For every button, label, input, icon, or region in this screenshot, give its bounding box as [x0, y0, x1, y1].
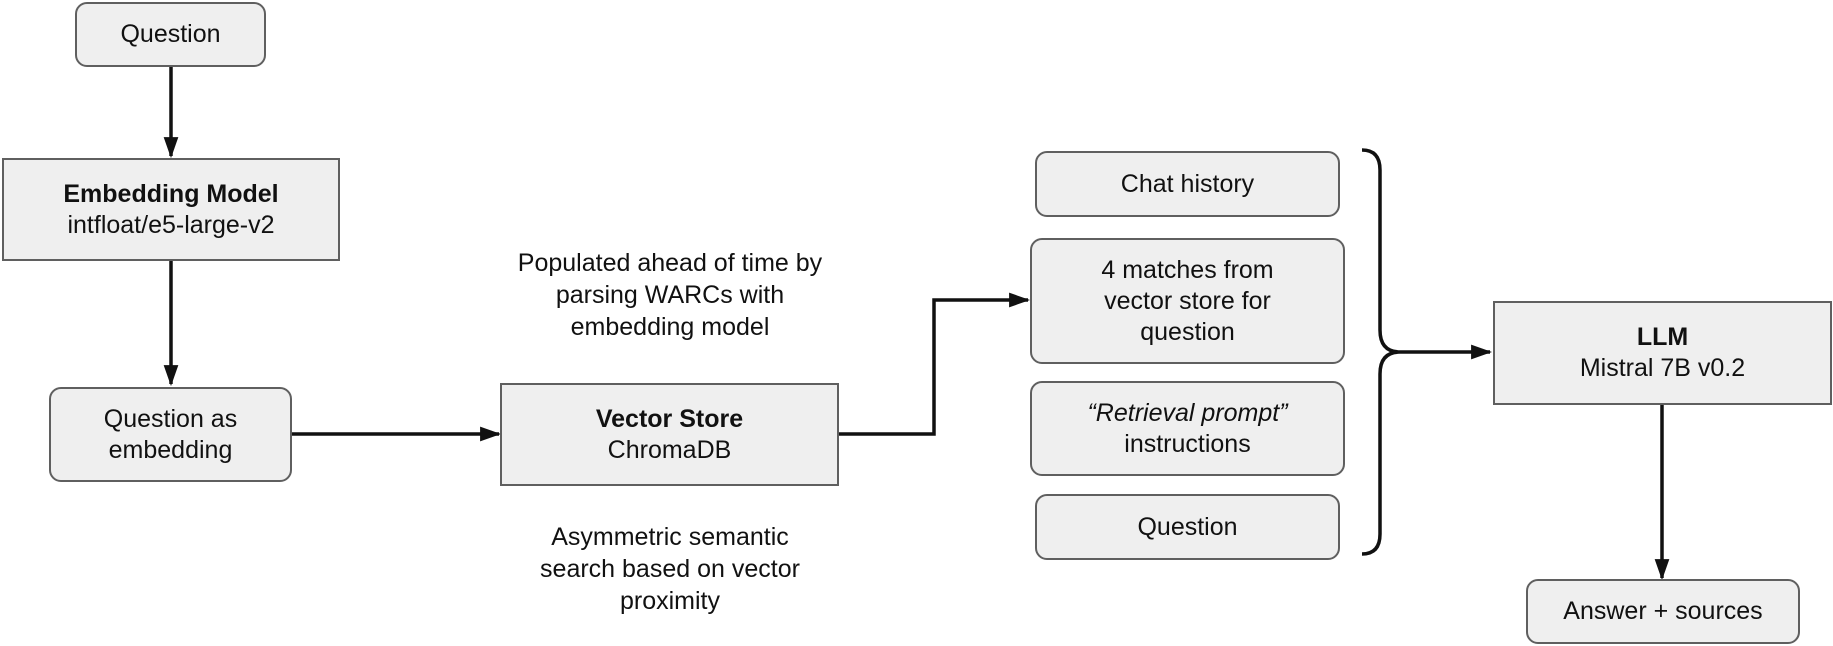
question-embedding-line-1: Question as — [103, 404, 238, 433]
populated-note: Populated ahead of time by parsing WARCs… — [470, 247, 870, 343]
llm-title: LLM — [1636, 323, 1689, 351]
embedding-model-node: Embedding Model intfloat/e5-large-v2 — [2, 158, 340, 261]
matches-node: 4 matches from vector store for question — [1030, 238, 1345, 364]
retrieval-prompt-line-1: “Retrieval prompt” — [1087, 398, 1288, 427]
vector-store-subtitle: ChromaDB — [607, 435, 732, 464]
question-input-label: Question — [120, 20, 221, 48]
matches-line-1: 4 matches from — [1101, 255, 1274, 284]
question-context-label: Question — [1137, 512, 1238, 541]
question-context-node: Question — [1035, 494, 1340, 560]
embedding-model-subtitle: intfloat/e5-large-v2 — [67, 210, 275, 239]
search-note-line-1: Asymmetric semantic — [551, 523, 789, 551]
retrieval-prompt-node: “Retrieval prompt” instructions — [1030, 381, 1345, 476]
answer-node: Answer + sources — [1526, 579, 1800, 644]
search-note: Asymmetric semantic search based on vect… — [470, 521, 870, 617]
curly-brace-context-group — [1361, 148, 1401, 556]
answer-label: Answer + sources — [1563, 597, 1763, 625]
search-note-line-3: proximity — [619, 587, 720, 615]
vector-store-title: Vector Store — [595, 404, 744, 433]
question-embedding-line-2: embedding — [108, 435, 233, 464]
populated-note-line-3: embedding model — [570, 313, 770, 341]
question-embedding-node: Question as embedding — [49, 387, 292, 482]
question-input-node: Question — [75, 2, 266, 67]
llm-subtitle: Mistral 7B v0.2 — [1579, 354, 1746, 382]
llm-node: LLM Mistral 7B v0.2 — [1493, 301, 1832, 405]
chat-history-node: Chat history — [1035, 151, 1340, 217]
retrieval-prompt-line-2: instructions — [1124, 429, 1251, 458]
vector-store-node: Vector Store ChromaDB — [500, 383, 839, 486]
populated-note-line-2: parsing WARCs with — [555, 281, 785, 309]
embedding-model-title: Embedding Model — [63, 179, 279, 208]
matches-line-2: vector store for — [1104, 286, 1271, 315]
matches-line-3: question — [1140, 317, 1235, 346]
arrow-vector-store-to-matches — [838, 292, 1031, 436]
populated-note-line-1: Populated ahead of time by — [517, 249, 823, 277]
search-note-line-2: search based on vector — [540, 555, 800, 583]
chat-history-label: Chat history — [1120, 169, 1255, 198]
